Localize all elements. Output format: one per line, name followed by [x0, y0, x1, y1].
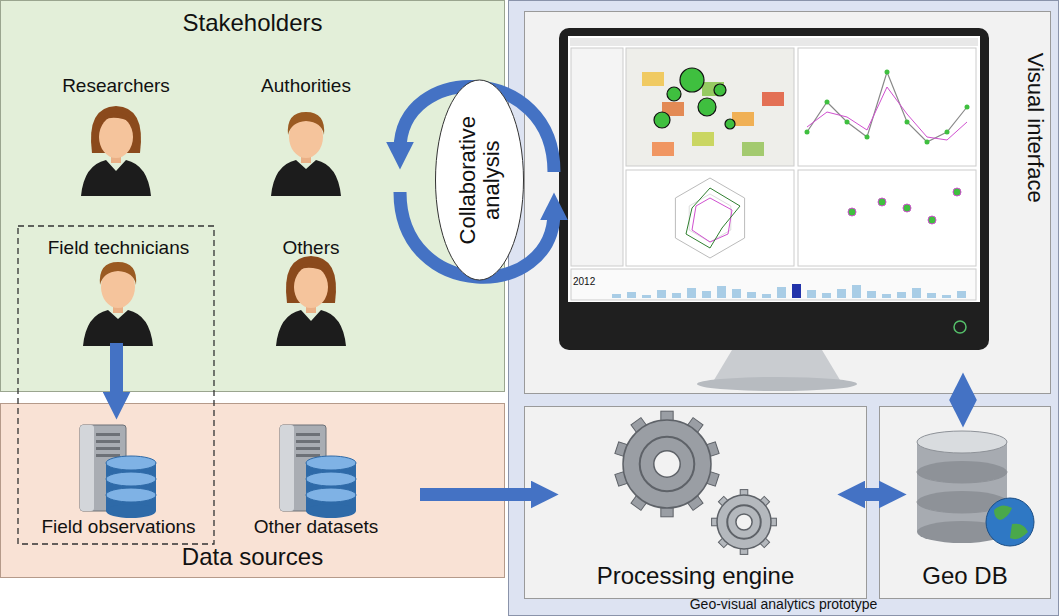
node-label: Geo DB	[922, 562, 1007, 590]
node-label: Field technicians	[48, 237, 190, 259]
node-label: Others	[282, 237, 339, 259]
server-icon: Other datasets	[246, 414, 386, 542]
database-box: Geo DB	[879, 406, 1051, 599]
node-label: Stakeholders	[182, 9, 322, 37]
illustration	[525, 12, 1052, 395]
person-icon: Authorities	[231, 71, 381, 199]
side-title: Visual interface	[1022, 52, 1047, 202]
screen-year: 2012	[573, 276, 595, 287]
server-icon: Field observations	[26, 414, 211, 542]
node-label: Field observations	[41, 516, 195, 538]
process-box: Processing engine	[524, 406, 867, 599]
node-label: Authorities	[261, 75, 351, 97]
person-icon: Researchers	[41, 71, 191, 199]
interface-box: Visual interface	[524, 11, 1051, 394]
node-label: Data sources	[182, 543, 323, 571]
person-icon: Others	[241, 233, 381, 343]
person-icon: Field technicians	[31, 233, 206, 343]
node-label: Processing engine	[597, 562, 794, 590]
data-source-panel: Data sources Field observations Other data…	[0, 403, 505, 578]
prototype-panel: Geo-visual analytics prototypeVisual int…	[508, 0, 1059, 616]
node-label: Researchers	[62, 75, 170, 97]
stakeholder-panel: StakeholdersResearchers AuthoritiesField …	[0, 0, 505, 392]
edge-label: Collaborative analysis	[455, 105, 503, 255]
node-label: Other datasets	[254, 516, 379, 538]
